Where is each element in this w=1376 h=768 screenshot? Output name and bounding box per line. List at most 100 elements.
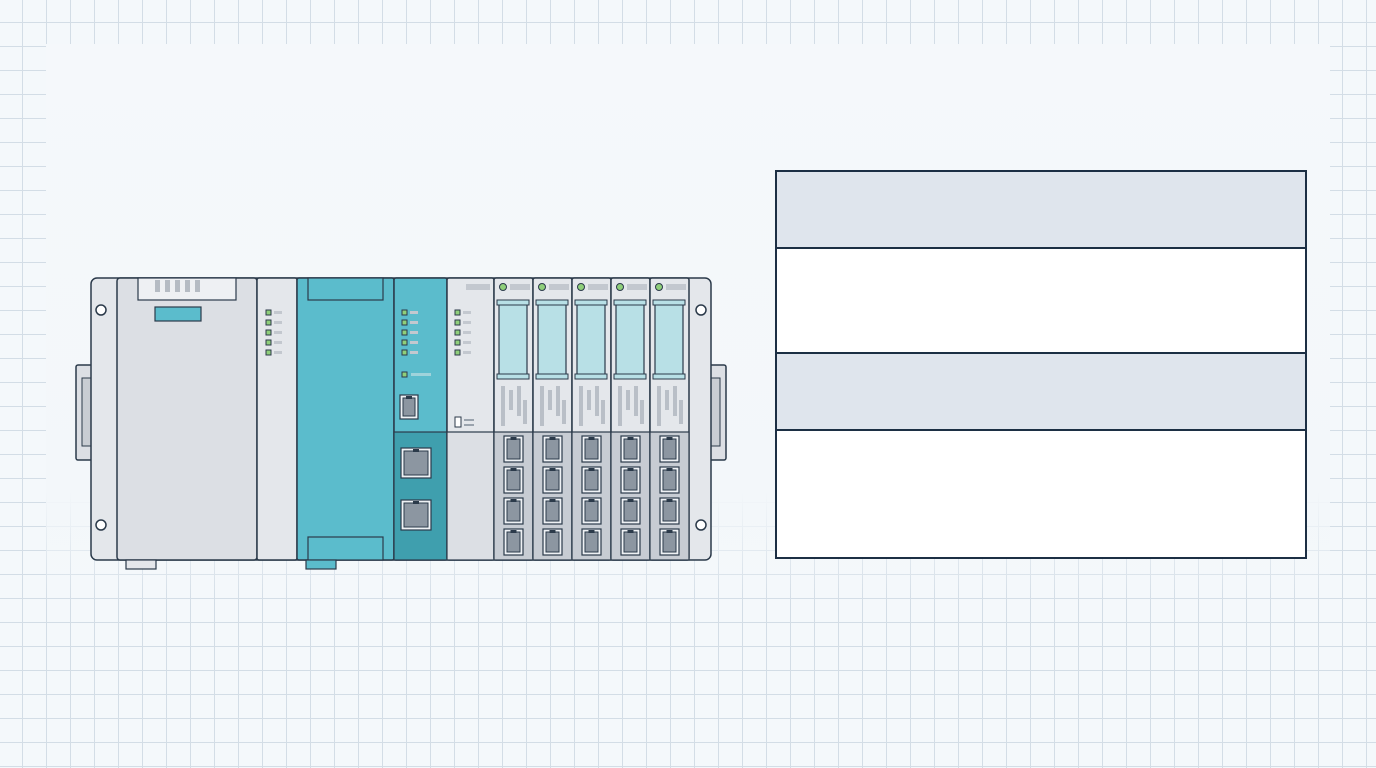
io-terminal-mark [540,386,544,426]
io-terminal-mark [562,400,566,424]
port-latch [549,437,556,440]
io-terminal-mark [626,390,630,410]
comm-led [401,349,408,356]
expansion-led [454,339,461,346]
expansion-led [454,319,461,326]
io-terminal-mark [501,386,505,426]
io-terminal-mark [601,400,605,424]
vent-slot [165,280,170,292]
cpu-bottom-cover [307,536,384,561]
port-latch [549,530,556,533]
cpu-bottom-tab [305,559,337,570]
port-socket [545,438,560,460]
port-latch [510,468,517,471]
port-socket [506,500,521,522]
io-window-cap [535,299,569,306]
io-run-led [538,283,546,291]
port-socket [403,450,429,476]
port-socket [506,438,521,460]
port-latch [406,396,412,399]
io-module-label [627,284,647,290]
port-latch [588,468,595,471]
port-socket [545,531,560,553]
port-socket [662,438,677,460]
comm-led [401,319,408,326]
mounting-screw [695,304,707,316]
status-led [265,319,272,326]
port-latch [588,530,595,533]
io-terminal-mark [665,390,669,410]
port-latch [549,468,556,471]
port-socket [623,469,638,491]
led-label [274,311,282,314]
led-label [463,331,471,334]
port-socket [506,469,521,491]
io-terminal-mark [509,390,513,410]
vent-slot [175,280,180,292]
port-latch [627,499,634,502]
port-latch [588,437,595,440]
port-socket [584,438,599,460]
port-latch [413,449,419,452]
comm-led [401,339,408,346]
port-latch [666,437,673,440]
cpu-top-cover [307,277,384,301]
mounting-screw [695,519,707,531]
io-terminal-mark [595,386,599,416]
io-terminal-mark [548,390,552,410]
io-window-cap [496,299,530,306]
expansion-lower [446,431,495,561]
led-label [410,351,418,354]
led-label [463,321,471,324]
expansion-led [454,309,461,316]
io-terminal-mark [587,390,591,410]
psu-bottom-tab [125,559,157,570]
port-socket [545,469,560,491]
info-table [775,170,1307,559]
io-module-label [549,284,569,290]
vent-slot [195,280,200,292]
expansion-led [454,349,461,356]
io-terminal-mark [523,400,527,424]
mounting-screw [95,519,107,531]
port-socket [662,469,677,491]
io-window-cap [574,373,608,380]
io-terminal-mark [556,386,560,416]
port-latch [413,501,419,504]
led-label [274,341,282,344]
io-window-cap [652,299,686,306]
led-label [410,341,418,344]
status-led [265,339,272,346]
led-label [463,311,471,314]
io-label-window [498,301,528,378]
port-latch [666,530,673,533]
expansion-led [454,329,461,336]
io-module-label [510,284,530,290]
io-window-cap [652,373,686,380]
io-terminal-mark [634,386,638,416]
io-run-led [499,283,507,291]
port-socket [623,438,638,460]
port-socket [402,397,416,417]
expansion-label [466,284,490,290]
status-led [265,309,272,316]
port-latch [627,437,634,440]
port-latch [510,437,517,440]
status-led [265,329,272,336]
led-label [411,373,431,376]
io-terminal-mark [618,386,622,426]
io-run-led [577,283,585,291]
led-label [274,351,282,354]
io-label-window [537,301,567,378]
port-latch [627,530,634,533]
port-latch [510,530,517,533]
io-window-cap [496,373,530,380]
switch-label [464,424,474,426]
port-latch [627,468,634,471]
comm-led [401,309,408,316]
table-row [777,354,1305,431]
plc-rack-diagram [75,277,727,570]
io-label-window [654,301,684,378]
io-terminal-mark [679,400,683,424]
table-row [777,172,1305,249]
